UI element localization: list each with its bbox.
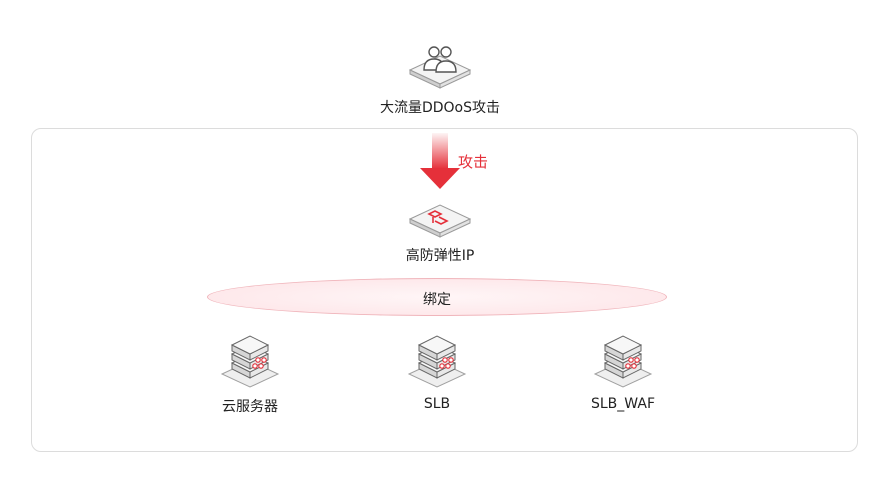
ip-label: 高防弹性IP [405, 248, 475, 264]
attack-label: 攻击 [458, 153, 489, 171]
server-icon [407, 335, 467, 388]
protected-zone [31, 128, 858, 452]
binding-ellipse [207, 278, 667, 316]
server-label-slb: SLB [423, 396, 451, 412]
server-label-cloud: 云服务器 [222, 399, 278, 415]
server-icon [593, 335, 653, 388]
server-icon [220, 335, 280, 388]
server-label-slb-waf: SLB_WAF [591, 396, 655, 412]
binding-label: 绑定 [423, 292, 451, 308]
arrow-down-icon [420, 133, 460, 189]
attacker-label: 大流量DDOoS攻击 [379, 100, 501, 116]
ip-icon [408, 204, 472, 238]
users-icon [408, 46, 472, 89]
